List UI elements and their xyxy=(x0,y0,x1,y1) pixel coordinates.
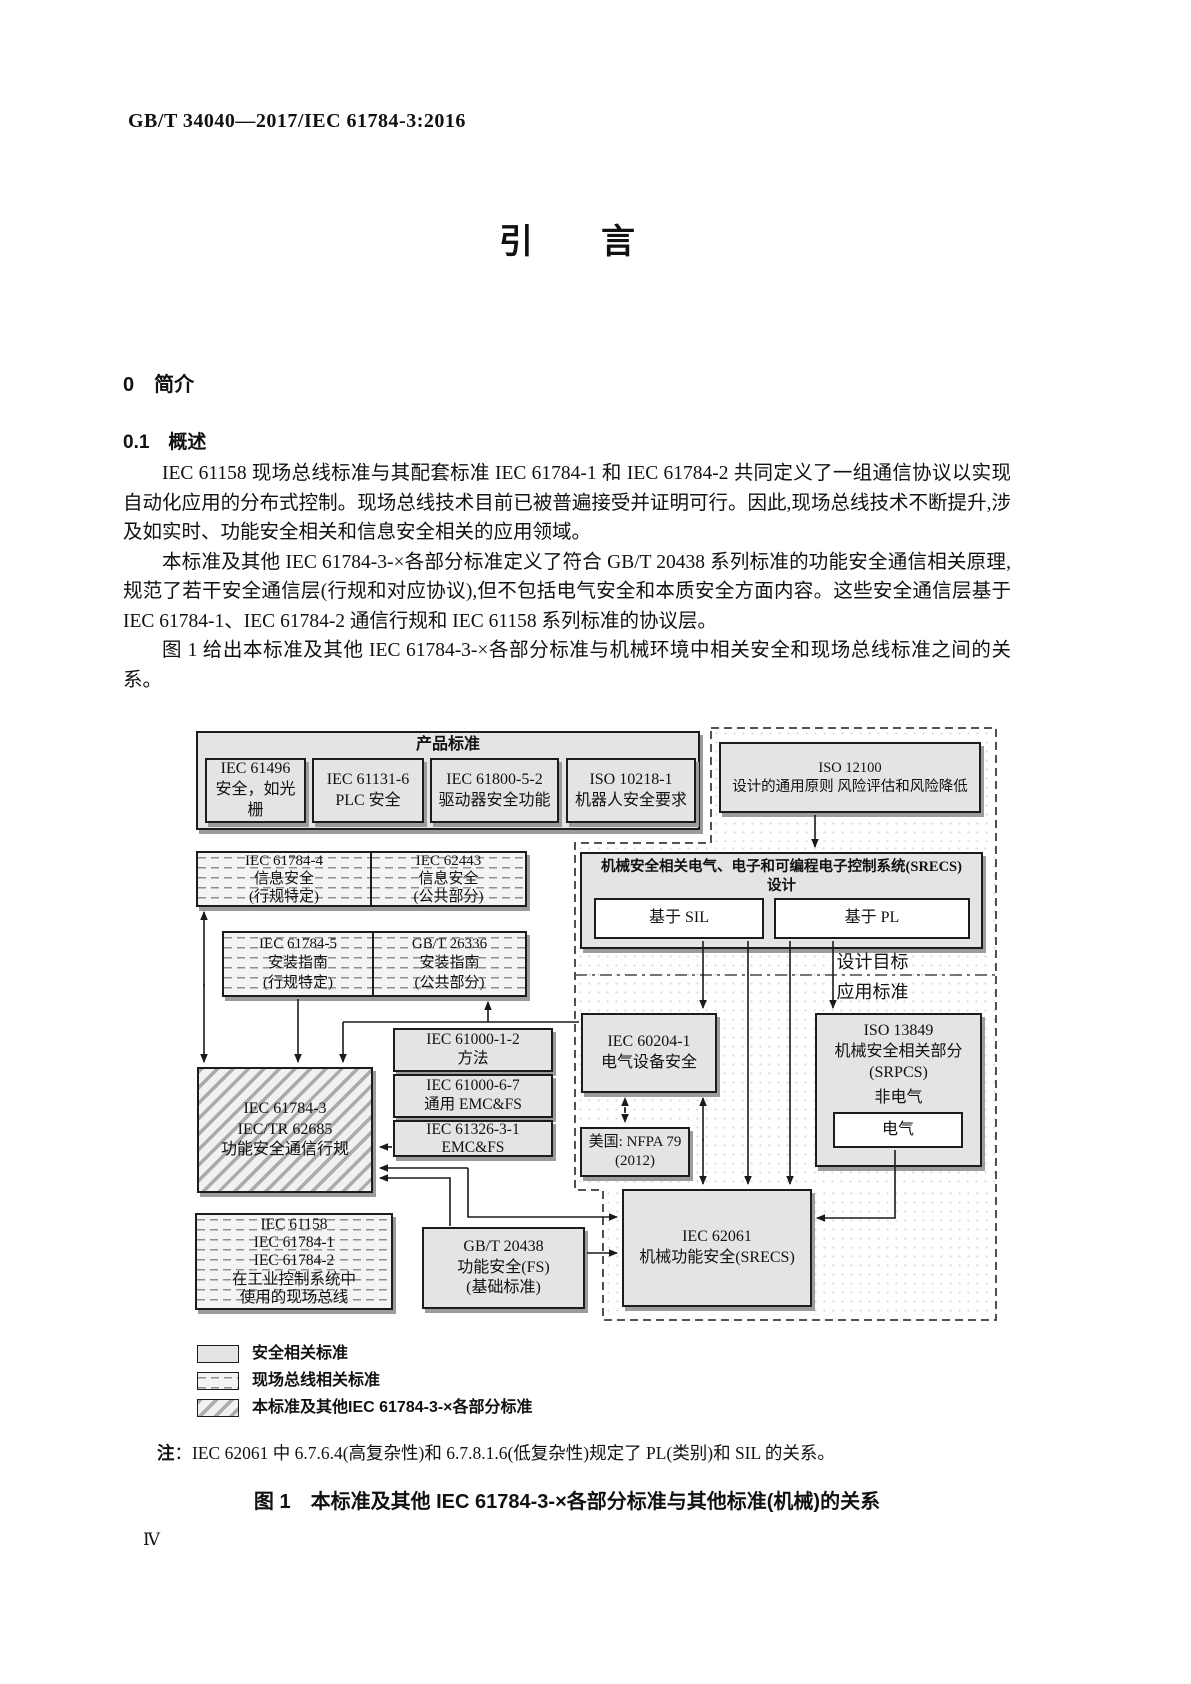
figure-note-text: ：IEC 62061 中 6.7.6.4(高复杂性)和 6.7.8.1.6(低复… xyxy=(174,1443,835,1463)
page-title: 引 言 xyxy=(499,223,635,261)
iso-13849-title: ISO 13849 机械安全相关部分 (SRPCS) xyxy=(834,1022,963,1081)
legend-label-safety: 安全相关标准 xyxy=(252,1345,349,1362)
product-standards-title: 产品标准 xyxy=(415,736,480,753)
figure-note-prefix: 注 xyxy=(157,1443,175,1463)
box-iec-61784-5: IEC 61784-5 安装指南 (行规特定) xyxy=(222,931,374,997)
body-text: IEC 61158 现场总线标准与其配套标准 IEC 61784-1 和 IEC… xyxy=(123,459,1011,695)
box-based-on-pl: 基于 PL xyxy=(774,898,970,939)
box-nfpa-79: 美国: NFPA 79 (2012) xyxy=(580,1127,690,1177)
box-iec-62443: IEC 62443 信息安全 (公共部分) xyxy=(370,851,527,907)
box-iec-61326-3-1: IEC 61326-3-1 EMC&FS xyxy=(393,1120,553,1157)
box-iso-13849-electrical: 电气 xyxy=(833,1112,963,1148)
legend-label-fieldbus: 现场总线相关标准 xyxy=(252,1372,381,1389)
box-iec-61158-fieldbus: IEC 61158 IEC 61784-1 IEC 61784-2 在工业控制系… xyxy=(195,1213,393,1310)
box-iec-61800-5-2: IEC 61800-5-2 驱动器安全功能 xyxy=(430,758,559,823)
box-gbt-20438: GB/T 20438 功能安全(FS) (基础标准) xyxy=(422,1227,585,1309)
paragraph-2: 本标准及其他 IEC 61784-3-×各部分标准定义了符合 GB/T 2043… xyxy=(123,551,1011,632)
box-iec-61131-6: IEC 61131-6 PLC 安全 xyxy=(312,758,424,823)
iso-13849-non-electrical-label: 非电气 xyxy=(874,1089,923,1107)
legend-label-this-standard: 本标准及其他IEC 61784-3-×各部分标准 xyxy=(252,1399,533,1416)
box-iec-61000-6-7: IEC 61000-6-7 通用 EMC&FS xyxy=(393,1074,553,1118)
section-heading-0: 0 简介 xyxy=(123,374,195,396)
figure-note: 注：IEC 62061 中 6.7.6.4(高复杂性)和 6.7.8.1.6(低… xyxy=(157,1440,1017,1465)
box-iec-61784-3: IEC 61784-3 IEC/TR 62685 功能安全通信行规 xyxy=(197,1067,373,1193)
box-iec-61784-4: IEC 61784-4 信息安全 (行规特定) xyxy=(196,851,372,907)
legend-swatch-safety xyxy=(197,1345,239,1363)
paragraph-1: IEC 61158 现场总线标准与其配套标准 IEC 61784-1 和 IEC… xyxy=(123,463,1011,543)
paragraph-3: 图 1 给出本标准及其他 IEC 61784-3-×各部分标准与机械环境中相关安… xyxy=(123,640,1011,691)
page-number: Ⅳ xyxy=(143,1530,160,1549)
label-design-goal: 设计目标 xyxy=(836,952,909,972)
box-iec-60204-1: IEC 60204-1 电气设备安全 xyxy=(581,1013,717,1093)
figure-caption: 图 1 本标准及其他 IEC 61784-3-×各部分标准与其他标准(机械)的关… xyxy=(253,1491,881,1513)
box-gbt-26336: GB/T 26336 安装指南 (公共部分) xyxy=(372,931,527,997)
label-application-standard: 应用标准 xyxy=(836,982,909,1002)
srecs-design-title: 机械安全相关电气、电子和可编程电子控制系统(SRECS) 设计 xyxy=(601,859,962,894)
box-iec-61000-1-2: IEC 61000-1-2 方法 xyxy=(393,1028,553,1072)
box-based-on-sil: 基于 SIL xyxy=(594,898,764,939)
box-iso-12100: ISO 12100 设计的通用原则 风险评估和风险降低 xyxy=(719,742,981,813)
legend-swatch-this-standard xyxy=(197,1399,239,1417)
standard-number-header: GB/T 34040—2017/IEC 61784-3:2016 xyxy=(128,110,466,132)
section-heading-0-1: 0.1 概述 xyxy=(123,432,207,453)
box-iec-62061: IEC 62061 机械功能安全(SRECS) xyxy=(622,1189,812,1307)
legend-swatch-fieldbus xyxy=(197,1372,239,1390)
box-iec-61496: IEC 61496 安全，如光栅 xyxy=(205,758,306,823)
box-iso-10218-1: ISO 10218-1 机器人安全要求 xyxy=(566,758,696,823)
